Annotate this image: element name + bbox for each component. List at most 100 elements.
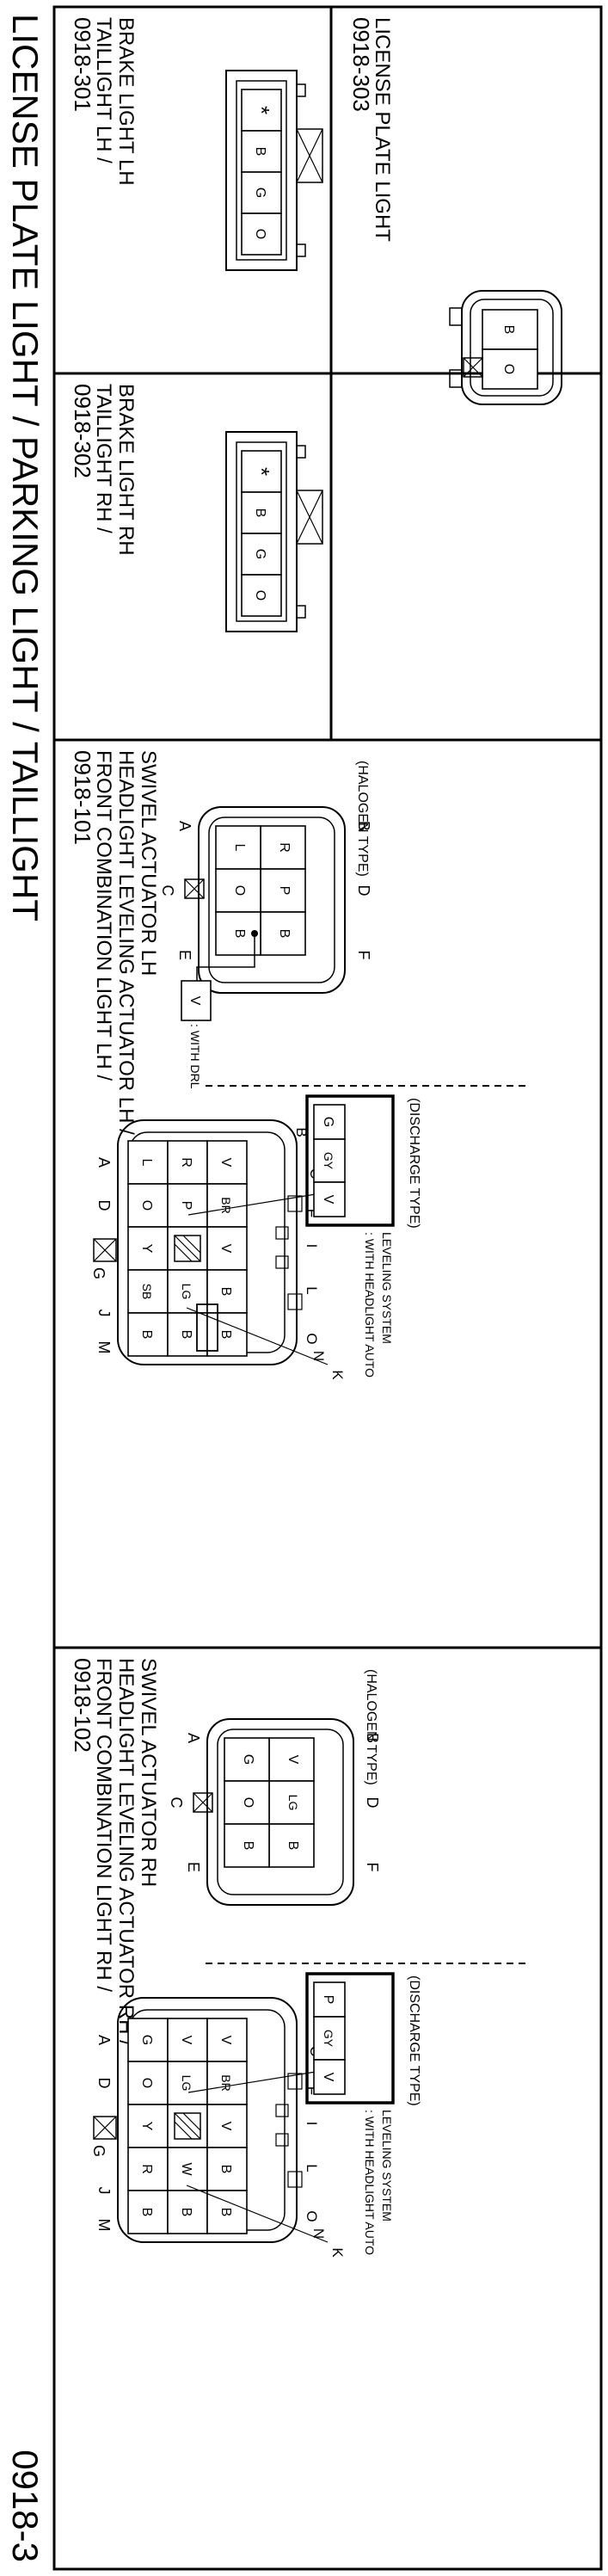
pin-label: O [139,2078,154,2088]
section-title-line: TAILLIGHT LH / [92,17,115,163]
section-title-line: FRONT COMBINATION LIGHT LH / [92,750,115,1081]
cavity-letter: I [304,2122,320,2126]
type-label: (HALOGEN TYPE) [355,761,370,877]
note-text: LEVELING SYSTEM [380,2110,394,2222]
pin-label: B [218,2165,233,2174]
cavity-letter: N [310,2228,327,2239]
cavity-letter: F [304,2086,320,2095]
type-label: (DISCHARGE TYPE) [407,1098,421,1229]
lock-tab [93,2116,117,2140]
section-code: 0918-302 [70,384,95,478]
cavity-letter: C [159,885,176,897]
pin-label: L [139,1159,154,1167]
note-text: : WITH HEADLIGHT AUTO [363,1232,377,1377]
section-0918-303: 0918-303 LICENSE PLATE LIGHT B O [348,17,562,405]
page-code: 0918-3 [5,2450,46,2562]
pin-label: LG [180,2075,193,2092]
cavity-letter: I [304,1244,320,1248]
lock-tab [193,1792,213,1813]
lock-tab [296,490,323,545]
pin-label: P [277,886,292,896]
pin-label: Y [139,1244,154,1254]
pin-label: B [501,325,516,335]
cavity-letter: J [95,2187,113,2195]
pin-label: P [321,1995,335,2005]
section-0918-301: 0918-301 TAILLIGHT LH / BRAKE LIGHT LH *… [70,17,323,271]
cavity-letter: A [176,821,193,831]
blocked-cavity [174,1235,201,1262]
cavity-letter: B [355,821,372,831]
leveling-box [305,1972,395,2105]
pin-label: W [179,2162,193,2176]
pin-label: V [286,1755,300,1765]
lock-tab [296,128,323,183]
cavity-letter: F [364,1863,381,1872]
section-title-line: BRAKE LIGHT LH [114,17,138,186]
section-0918-302: 0918-302 TAILLIGHT RH / BRAKE LIGHT RH *… [70,384,323,632]
cavity-letter: O [304,2210,320,2222]
cavity-letter: A [95,1157,113,1168]
section-title-line: HEADLIGHT LEVELING ACTUATOR RH / [114,1658,138,2046]
pin-label: LG [286,1795,300,1811]
pin-label: V [187,996,202,1006]
cavity-letter: L [304,2164,320,2172]
cavity-letter: G [90,2145,107,2157]
cavity-letter: E [176,950,193,960]
cavity-letter: D [364,1797,381,1809]
pin-label: O [241,1797,255,1808]
tail-connector: * B G O [225,70,323,271]
cavity-letter: E [185,1862,202,1872]
section-0918-102: 0918-102 FRONT COMBINATION LIGHT RH / HE… [70,1658,525,2258]
tail-connector: * B G O [225,431,323,632]
pin-label: O [253,590,267,601]
pin-label: B [253,147,267,157]
pin-label: B [218,1330,233,1340]
pin-label: R [139,2164,154,2174]
type-label: (DISCHARGE TYPE) [407,1975,421,2106]
pin-label: O [501,364,516,374]
section-code: 0918-101 [70,750,95,845]
pin-label: V [321,2073,335,2082]
pin-label: G [241,1754,255,1765]
pin-label: GY [322,2030,335,2048]
license-plate-connector: B O [449,290,562,405]
pin-label: B [179,1330,193,1340]
note-text: : WITH DRL [188,1024,202,1089]
pin-label: G [139,2035,154,2045]
section-code: 0918-303 [348,17,374,112]
cavity-letter: F [355,951,372,960]
section-title-line: LICENSE PLATE LIGHT [371,17,394,242]
pin-label: B [179,2208,193,2217]
blocked-cavity [174,2112,201,2140]
pin-label: B [218,2208,233,2217]
cavity-letter: D [355,885,372,897]
cavity-letter: L [304,1286,320,1294]
cavity-letter: D [95,2078,113,2089]
outer-frame [52,5,603,2571]
section-title-line: SWIVEL ACTUATOR LH [137,750,160,976]
note-text: LEVELING SYSTEM [380,1232,394,1344]
lock-tab [463,357,483,378]
cavity-letter: C [168,1797,185,1809]
lock-tab [184,878,205,899]
discharge-connector: L O Y SB B R P LG B V BR V B B A D G J M… [90,1094,421,1380]
cavity-letter: M [95,2219,113,2232]
pin-label: O [139,1200,154,1211]
lock-tab [93,1238,117,1262]
cavity-letter: F [304,1209,320,1217]
section-code: 0918-301 [70,17,95,112]
pin-label: B [218,1287,233,1297]
pin-label: SB [140,1284,154,1300]
cavity-letter: B [364,1733,381,1743]
drl-pin [181,980,212,1021]
pin-label: B [139,2208,154,2217]
section-title-line: TAILLIGHT RH / [92,384,115,533]
pin-label: V [179,2036,193,2045]
pin-label: B [253,508,267,518]
section-0918-101: 0918-101 FRONT COMBINATION LIGHT LH / HE… [70,750,525,1380]
pin-label: O [232,885,247,896]
pin-label: V [218,1244,233,1254]
leveling-box [305,1094,395,1227]
